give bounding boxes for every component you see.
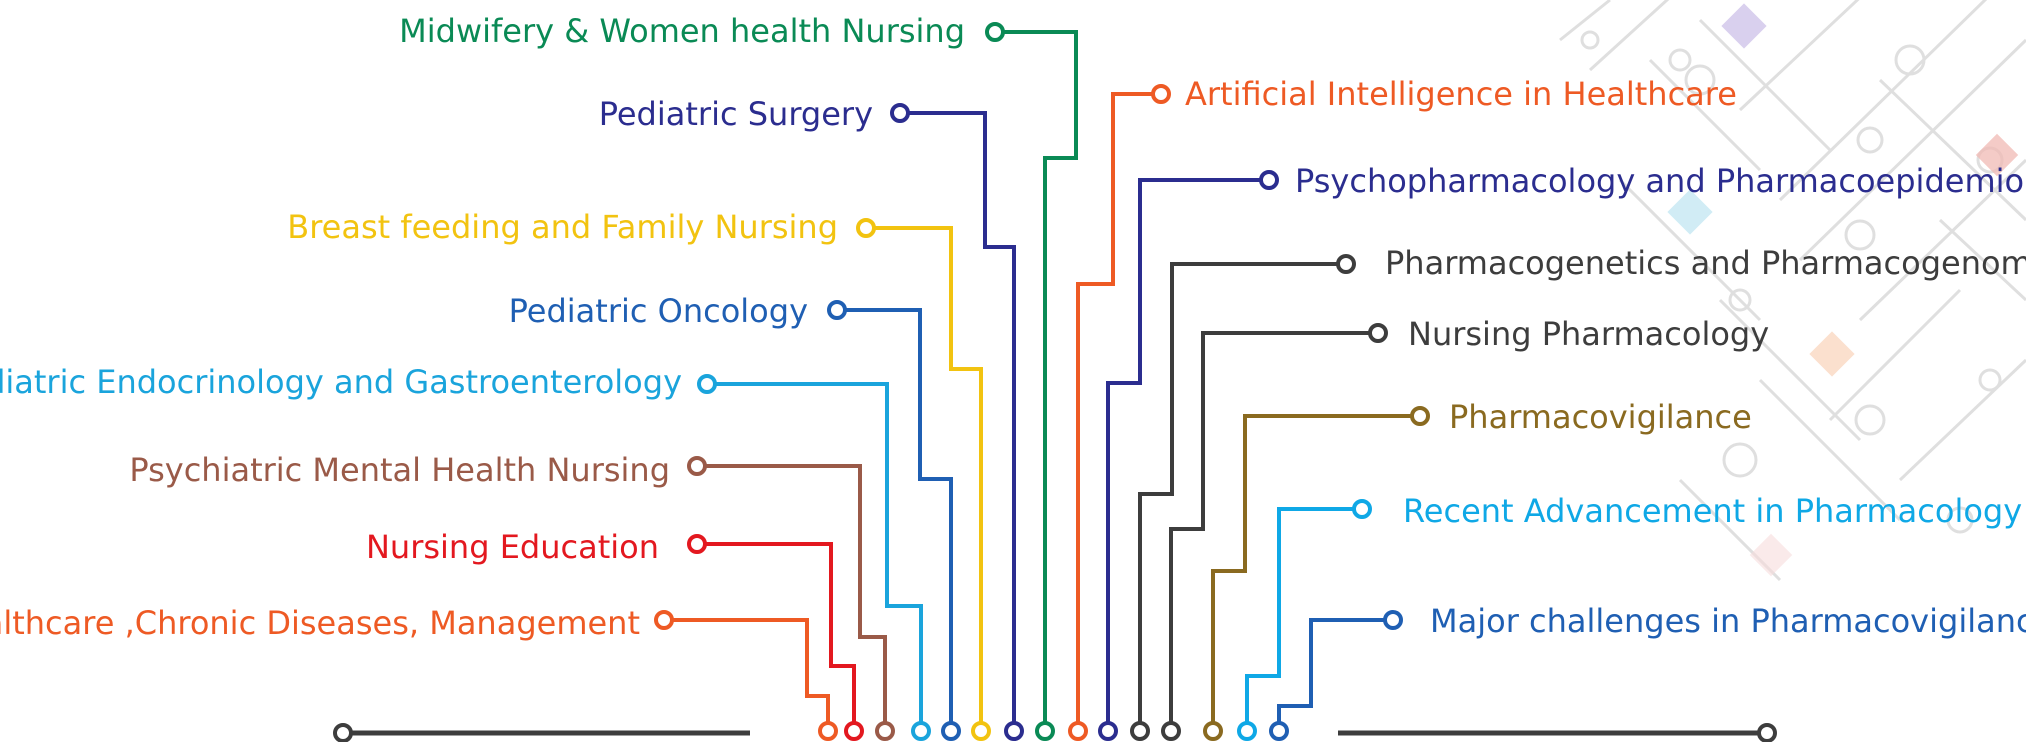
root-node-icon (911, 721, 931, 741)
topic-label[interactable]: Psychiatric Mental Health Nursing (129, 451, 670, 489)
root-node-icon (941, 721, 961, 741)
baseline-right-node-icon (1757, 723, 1777, 742)
left-branch-0: Midwifery & Women health Nursing (399, 12, 1078, 741)
connector-line (697, 464, 887, 731)
topic-node-icon (1410, 406, 1430, 426)
topic-label[interactable]: Major challenges in Pharmacovigilance (1430, 602, 2026, 640)
root-node-icon (971, 721, 991, 741)
connector-line (664, 618, 830, 731)
connector-line (1277, 618, 1393, 731)
topic-node-icon (697, 374, 717, 394)
right-branch-2: Pharmacogenetics and Pharmacogenomics (1130, 244, 2026, 741)
root-node-icon (1161, 721, 1181, 741)
topic-label[interactable]: Artificial Intelligence in Healthcare (1185, 75, 1737, 113)
topic-label[interactable]: Nursing Education (366, 528, 659, 566)
right-branch-3: Nursing Pharmacology (1161, 315, 1769, 741)
topic-node-icon (687, 456, 707, 476)
connector-line (1169, 331, 1378, 731)
right-branch-1: Psychopharmacology and Pharmacoepidemiol… (1098, 162, 2026, 741)
topic-node-icon (827, 300, 847, 320)
root-node-icon (1098, 721, 1118, 741)
root-node-icon (1004, 721, 1024, 741)
connector-line (900, 111, 1016, 731)
topic-label[interactable]: Nursing Pharmacology (1408, 315, 1769, 353)
topic-node-icon (1259, 170, 1279, 190)
topic-label[interactable]: Pharmacovigilance (1449, 398, 1752, 436)
connector-line (1245, 507, 1362, 731)
topic-label[interactable]: Pharmacogenetics and Pharmacogenomics (1385, 244, 2026, 282)
left-branch-1: Pediatric Surgery (599, 95, 1024, 741)
topic-label[interactable]: Pediatric Endocrinology and Gastroentero… (0, 363, 682, 401)
left-branch-4: Pediatric Endocrinology and Gastroentero… (0, 363, 931, 741)
left-branch-7: Healthcare ,Chronic Diseases, Management (0, 604, 838, 741)
root-node-icon (1269, 721, 1289, 741)
right-branch-6: Major challenges in Pharmacovigilance (1269, 602, 2026, 741)
root-node-icon (1203, 721, 1223, 741)
circuit-background (1559, 0, 2026, 582)
connector-line (1106, 178, 1269, 731)
baseline (333, 723, 1777, 742)
right-branch-4: Pharmacovigilance (1203, 398, 1752, 741)
topic-node-icon (985, 22, 1005, 42)
right-branch-5: Recent Advancement in Pharmacology (1237, 492, 2022, 741)
root-node-icon (1035, 721, 1055, 741)
topic-label[interactable]: Psychopharmacology and Pharmacoepidemiol… (1295, 162, 2026, 200)
topic-node-icon (890, 103, 910, 123)
topic-label[interactable]: Recent Advancement in Pharmacology (1403, 492, 2022, 530)
right-branch-0: Artificial Intelligence in Healthcare (1068, 75, 1737, 741)
topic-node-icon (1368, 323, 1388, 343)
topic-label[interactable]: Breast feeding and Family Nursing (287, 208, 838, 246)
topic-node-icon (687, 534, 707, 554)
connector-line (1138, 262, 1346, 731)
topic-node-icon (1352, 499, 1372, 519)
connector-line (697, 542, 856, 731)
connector-line (1076, 92, 1161, 731)
root-node-icon (818, 721, 838, 741)
connector-line (707, 382, 923, 731)
root-node-icon (844, 721, 864, 741)
baseline-left-node-icon (333, 723, 353, 742)
topic-node-icon (654, 610, 674, 630)
left-branch-5: Psychiatric Mental Health Nursing (129, 451, 895, 741)
left-branch-2: Breast feeding and Family Nursing (287, 208, 991, 741)
root-node-icon (875, 721, 895, 741)
root-node-icon (1237, 721, 1257, 741)
left-branch-3: Pediatric Oncology (509, 292, 961, 741)
connector-line (837, 308, 953, 731)
connector-line (866, 226, 983, 731)
root-node-icon (1130, 721, 1150, 741)
topic-label[interactable]: Healthcare ,Chronic Diseases, Management (0, 604, 640, 642)
left-branch-6: Nursing Education (366, 528, 864, 741)
topic-node-icon (1383, 610, 1403, 630)
topic-node-icon (1151, 84, 1171, 104)
topic-node-icon (856, 218, 876, 238)
topic-node-icon (1336, 254, 1356, 274)
topic-label[interactable]: Pediatric Oncology (509, 292, 808, 330)
connector-line (1211, 414, 1420, 731)
root-node-icon (1068, 721, 1088, 741)
connector-line (995, 30, 1078, 731)
topic-label[interactable]: Pediatric Surgery (599, 95, 873, 133)
topic-label[interactable]: Midwifery & Women health Nursing (399, 12, 965, 50)
